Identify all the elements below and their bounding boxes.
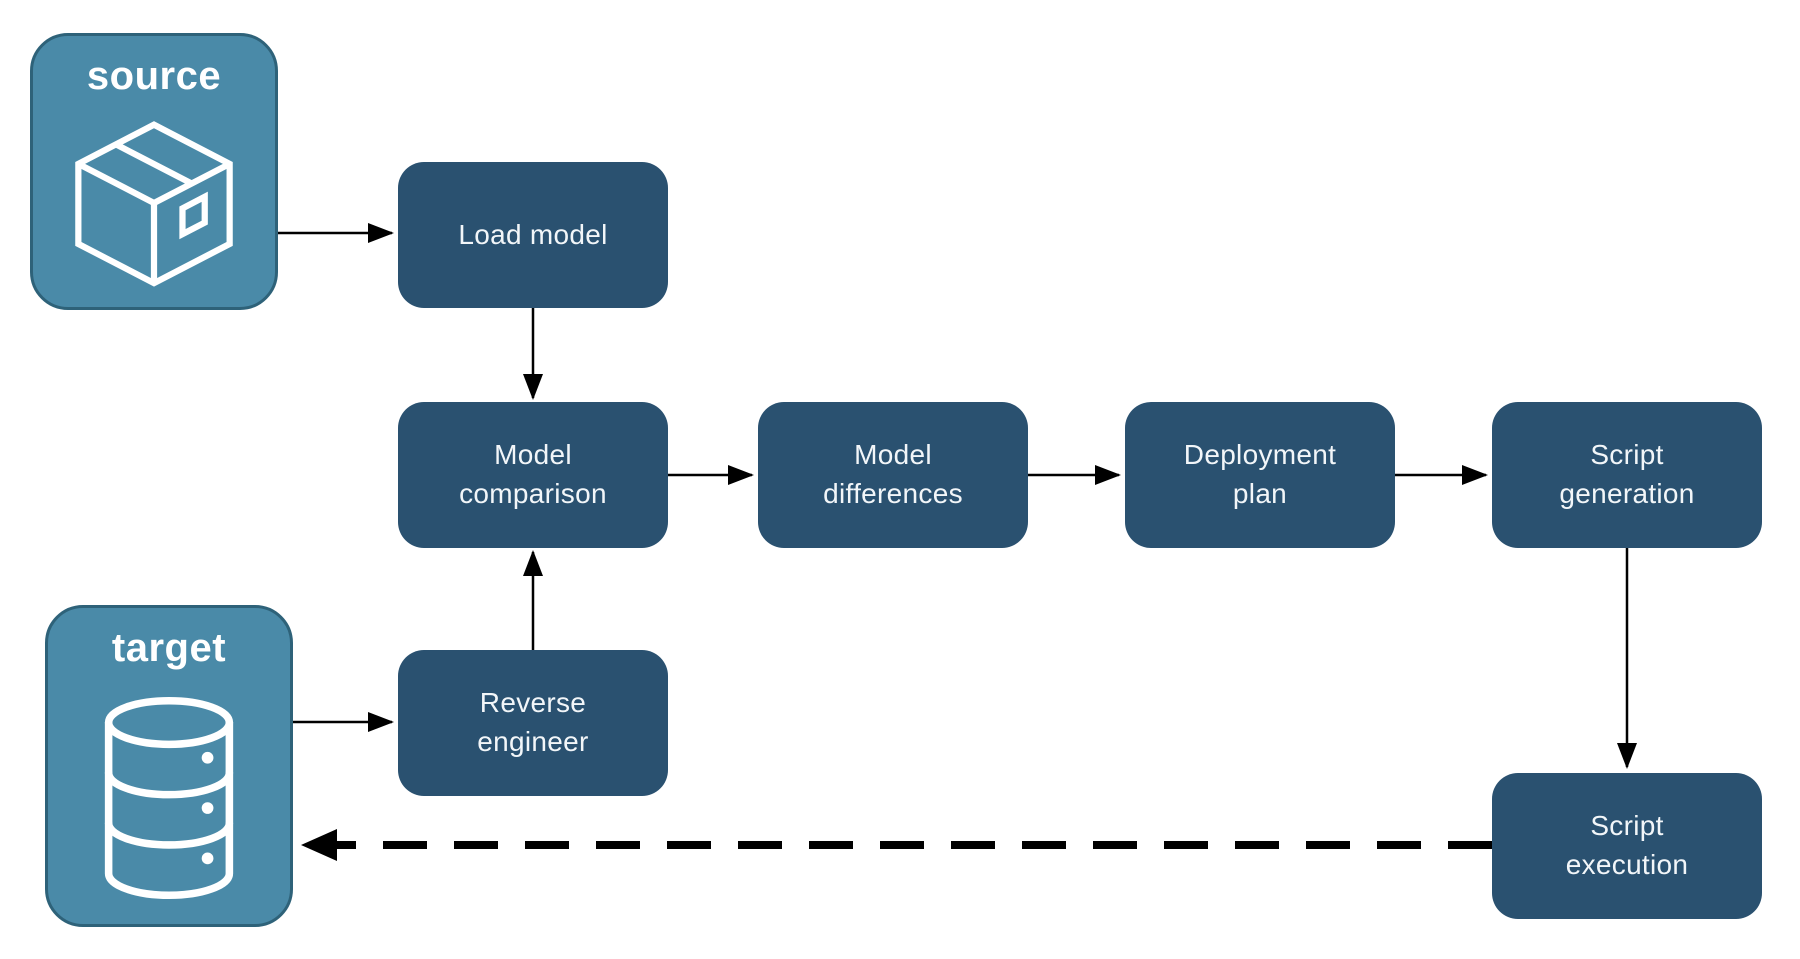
- source-label: source: [86, 54, 222, 98]
- entity-target: target: [45, 605, 293, 927]
- node-model-comparison: Model comparison: [398, 402, 668, 548]
- node-label: Load model: [458, 218, 608, 250]
- target-label: target: [111, 626, 227, 670]
- node-label: Model comparison: [459, 439, 607, 509]
- node-script-execution: Script execution: [1492, 773, 1762, 919]
- entity-source: source: [30, 33, 278, 310]
- node-label: Model differences: [823, 439, 963, 509]
- node-reverse-engineer: Reverse engineer: [398, 650, 668, 796]
- node-script-generation: Script generation: [1492, 402, 1762, 548]
- node-deployment-plan: Deployment plan: [1125, 402, 1395, 548]
- node-label: Deployment plan: [1183, 439, 1337, 509]
- node-label: Reverse engineer: [477, 687, 589, 757]
- node-label: Script generation: [1559, 439, 1695, 509]
- database-icon: [48, 671, 290, 924]
- node-label: Script execution: [1565, 810, 1689, 880]
- node-model-differences: Model differences: [758, 402, 1028, 548]
- package-icon: [33, 99, 275, 307]
- node-load-model: Load model: [398, 162, 668, 308]
